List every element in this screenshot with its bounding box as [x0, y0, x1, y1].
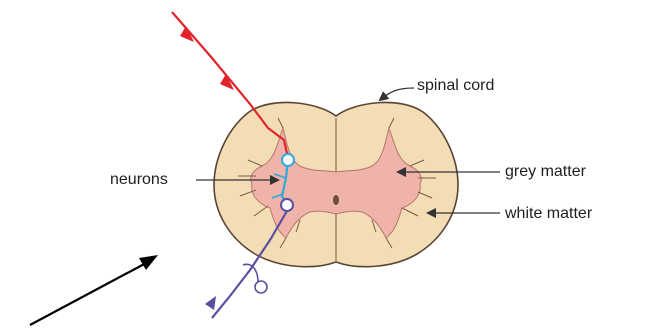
spinal-cord-label: spinal cord — [417, 77, 494, 95]
interneuron-cell-body-top — [282, 154, 294, 166]
neurons-label: neurons — [110, 171, 168, 189]
spinal-cord-leader — [380, 88, 414, 100]
motor-neuron-branch — [243, 264, 258, 282]
motor-neuron-arrow — [205, 296, 216, 310]
motor-neuron-cell-body — [281, 199, 293, 211]
grey-matter-label: grey matter — [505, 163, 586, 181]
motor-neuron-terminal — [255, 281, 267, 293]
white-matter-label: white matter — [505, 205, 592, 223]
arrow-icon — [30, 255, 158, 325]
central-canal — [333, 195, 339, 205]
